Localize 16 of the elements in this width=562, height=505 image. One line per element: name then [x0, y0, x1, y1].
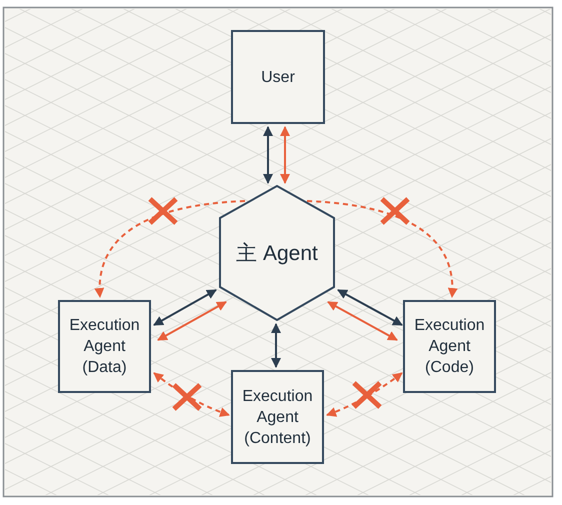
agent-box: Execution Agent (Code): [403, 300, 496, 393]
arrow: [153, 372, 230, 417]
arrow: [326, 372, 403, 417]
agent-hexagon: 主 Agent: [219, 185, 335, 321]
arrow: [153, 289, 217, 326]
arrow: [306, 200, 458, 298]
arrow: [280, 126, 290, 184]
arrow: [157, 301, 227, 341]
arrow: [271, 323, 281, 368]
agent-box: Execution Agent (Data): [58, 300, 151, 393]
arrow: [337, 289, 403, 326]
arrow: [327, 301, 398, 341]
arrow: [94, 200, 246, 298]
arrow: [263, 126, 273, 184]
agent-box: Execution Agent (Content): [231, 370, 324, 464]
user-box: User: [231, 30, 325, 124]
